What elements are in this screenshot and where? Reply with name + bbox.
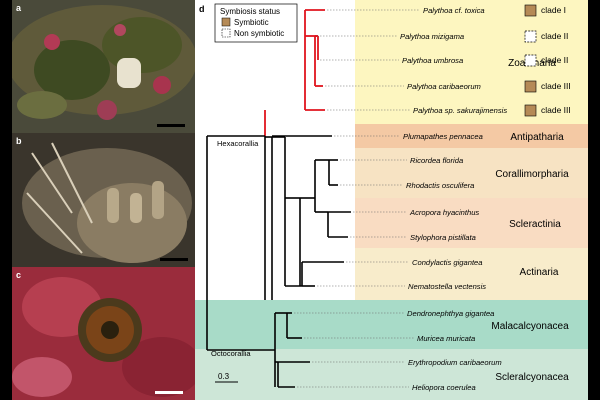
phylogeny-panel: d Symbiosis status Symbiotic Non symbiot… (195, 0, 588, 400)
photo-a: a (12, 0, 195, 133)
photo-a-image (12, 0, 195, 133)
clade-name-1: clade I (541, 5, 566, 15)
taxon-name-16: Heliopora coerulea (412, 383, 476, 392)
group-label-corallimorpharia: Corallimorpharia (495, 169, 569, 180)
panel-label-b: b (16, 136, 22, 146)
symbiosis-marker-2 (524, 30, 537, 43)
phylogeny-tree: d Symbiosis status Symbiotic Non symbiot… (195, 0, 588, 400)
photo-b-image (12, 133, 195, 267)
group-band-antipatharia (355, 124, 588, 148)
scale-bar-label: 0.3 (218, 372, 230, 381)
symbiosis-marker-1 (524, 4, 537, 17)
taxon-name-13: Dendronephthya gigantea (407, 309, 494, 318)
group-label-scleralcyonacea: Scleralcyonacea (495, 372, 569, 383)
photo-b: b (12, 133, 195, 267)
legend-title: Symbiosis status (220, 7, 280, 16)
symbiosis-marker-5 (524, 104, 537, 117)
clade-name-5: clade III (541, 105, 571, 115)
legend-symbiotic-label: Symbiotic (234, 18, 269, 27)
panel-label-d: d (199, 4, 205, 14)
symbiosis-marker-3 (524, 54, 537, 67)
taxon-name-6: Plumapathes pennacea (403, 132, 483, 141)
panel-label-a: a (16, 3, 22, 13)
photo-c: c (12, 267, 195, 400)
taxon-name-4: Palythoa caribaeorum (407, 82, 481, 91)
clade-label-hexacorallia: Hexacorallia (217, 139, 259, 148)
group-band-scleralcyonacea (195, 349, 588, 400)
taxon-name-3: Palythoa umbrosa (402, 56, 463, 65)
group-band-actinaria (355, 248, 588, 300)
group-label-malacalcyonacea: Malacalcyonacea (491, 321, 569, 332)
group-label-actinaria: Actinaria (520, 267, 559, 278)
taxon-name-11: Condylactis gigantea (412, 258, 483, 267)
taxon-name-5: Palythoa sp. sakurajimensis (413, 106, 507, 115)
clade-name-3: clade II (541, 55, 568, 65)
group-label-scleractinia: Scleractinia (509, 219, 561, 230)
taxon-name-7: Ricordea florida (410, 156, 463, 165)
clade-name-2: clade II (541, 31, 568, 41)
panel-label-c: c (16, 270, 22, 280)
legend-non-symbiotic-label: Non symbiotic (234, 29, 284, 38)
taxon-name-10: Stylophora pistillata (410, 233, 476, 242)
group-band-corallimorpharia (355, 148, 588, 198)
tree-branches (206, 9, 351, 388)
group-label-antipatharia: Antipatharia (510, 132, 564, 143)
photo-c-image (12, 267, 195, 400)
photo-column: a b c (12, 0, 195, 400)
taxon-name-2: Palythoa mizigama (400, 32, 464, 41)
taxon-name-1: Palythoa cf. toxica (423, 6, 485, 15)
clade-name-4: clade III (541, 81, 571, 91)
group-band-scleractinia (355, 198, 588, 248)
taxon-name-15: Erythropodium caribaeorum (408, 358, 502, 367)
taxon-name-8: Rhodactis osculifera (406, 181, 474, 190)
group-band-malacalcyonacea (195, 300, 588, 349)
legend-non-symbiotic-swatch (221, 28, 231, 38)
group-band-zoantharia (355, 0, 588, 124)
taxon-name-9: Acropora hyacinthus (409, 208, 479, 217)
tree-tips: Palythoa cf. toxica clade I Palythoa mizig… (294, 4, 571, 392)
taxon-name-12: Nematostella vectensis (408, 282, 486, 291)
legend-symbiotic-swatch (221, 17, 231, 27)
taxon-name-14: Muricea muricata (417, 334, 475, 343)
symbiosis-marker-4 (524, 80, 537, 93)
legend: Symbiosis status Symbiotic Non symbiotic (214, 3, 298, 43)
clade-label-octocorallia: Octocorallia (211, 349, 251, 358)
